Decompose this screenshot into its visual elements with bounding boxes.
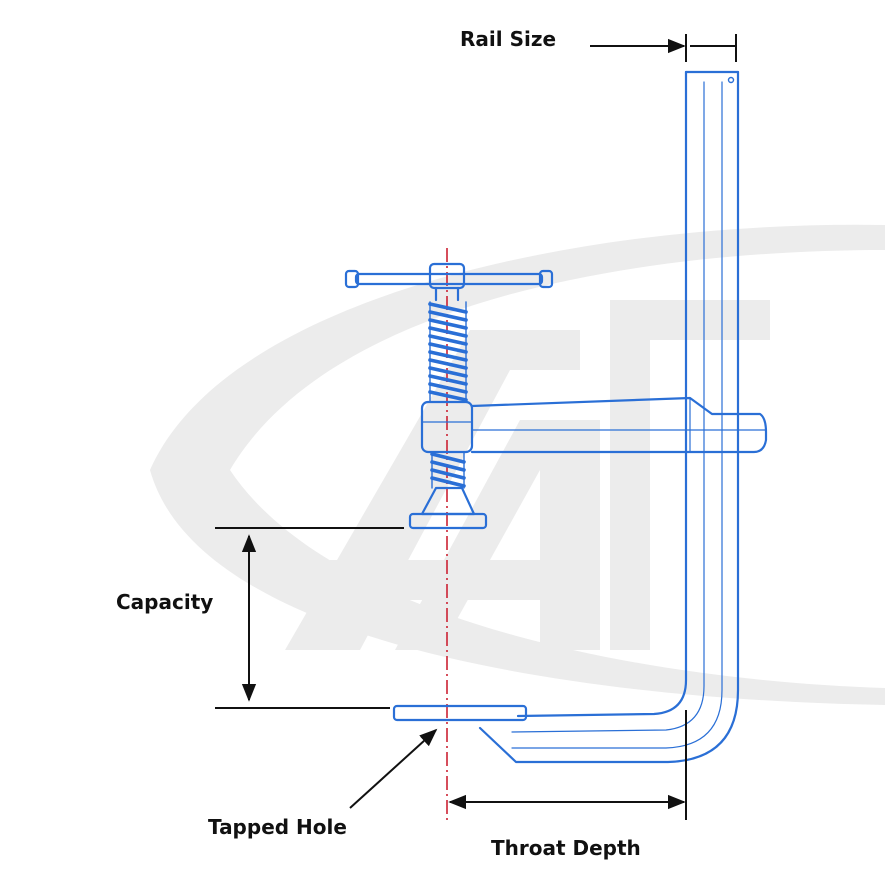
throat-depth-dimension xyxy=(448,710,687,820)
rail-size-dimension xyxy=(590,34,737,62)
tapped-hole-label: Tapped Hole xyxy=(208,815,347,839)
watermark-logo-icon xyxy=(150,224,885,705)
capacity-dimension xyxy=(215,527,404,709)
rail-size-label: Rail Size xyxy=(460,27,556,51)
capacity-label: Capacity xyxy=(116,590,213,614)
tapped-hole-leader xyxy=(349,728,438,809)
throat-depth-label: Throat Depth xyxy=(491,836,641,860)
bar-clamp-icon xyxy=(344,70,768,764)
